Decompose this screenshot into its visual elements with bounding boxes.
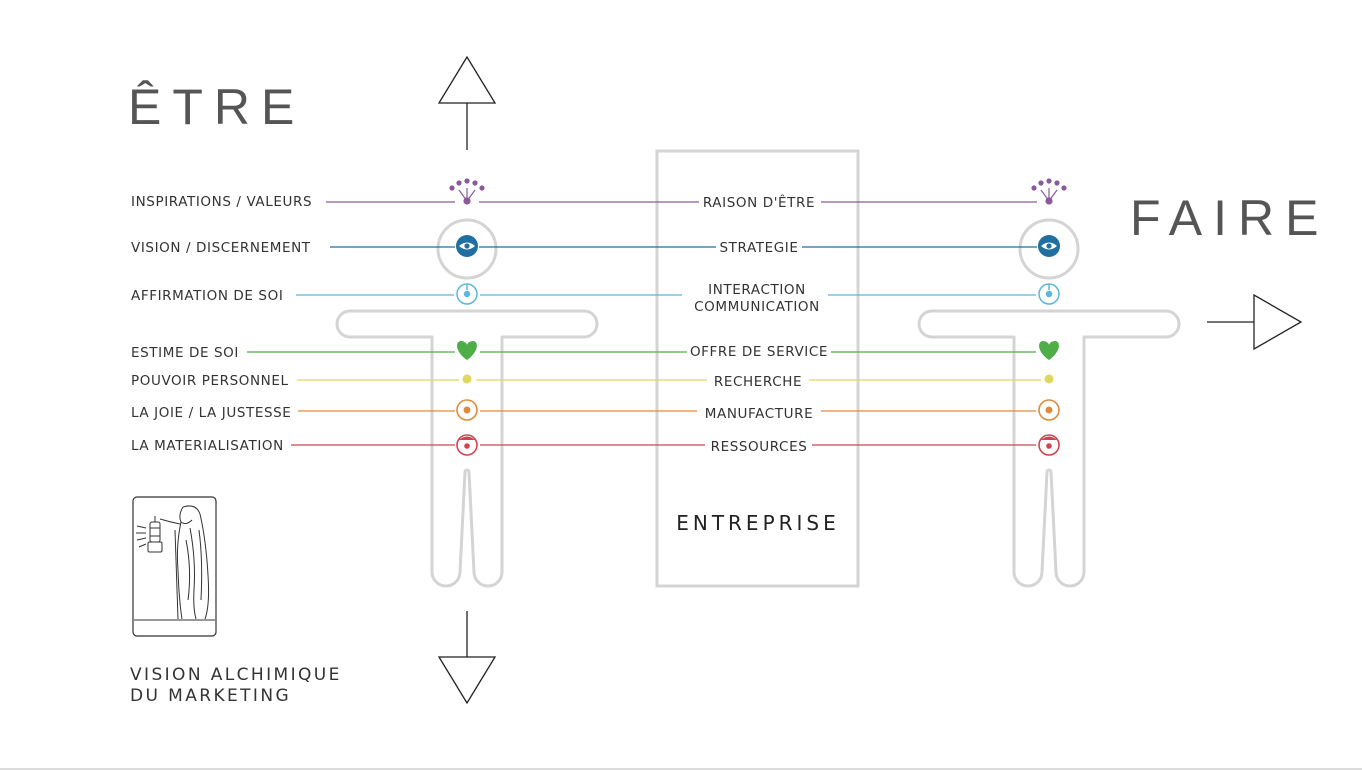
crown-chakra-icon [1031, 178, 1067, 205]
label-manufacture: MANUFACTURE [705, 406, 813, 422]
label-interaction: INTERACTION [708, 282, 806, 298]
caption-line-2: DU MARKETING [130, 686, 291, 706]
label-ressources: RESSOURCES [711, 439, 808, 455]
root-chakra-icon [456, 434, 478, 456]
eye-icon [456, 235, 478, 257]
root-chakra-icon [1038, 434, 1060, 456]
hermit-card-illustration [132, 496, 217, 637]
caption-line-1: VISION ALCHIMIQUE [130, 665, 342, 685]
sacral-chakra-icon [456, 399, 478, 421]
label-pouvoir: POUVOIR PERSONNEL [131, 373, 289, 389]
label-estime: ESTIME DE SOI [131, 345, 239, 361]
row-estime: ESTIME DE SOI OFFRE DE SERVICE [131, 341, 1059, 361]
row-affirmation: AFFIRMATION DE SOI INTERACTION COMMUNICA… [131, 282, 1060, 315]
label-vision: VISION / DISCERNEMENT [131, 240, 311, 256]
right-human-figure [917, 218, 1181, 588]
row-vision: VISION / DISCERNEMENT STRATEGIE [131, 235, 1060, 257]
label-joie: LA JOIE / LA JUSTESSE [131, 405, 291, 421]
label-communication: COMMUNICATION [694, 299, 820, 315]
title-faire: FAIRE [1130, 190, 1329, 246]
down-arrow-icon [437, 611, 497, 705]
label-strategie: STRATEGIE [720, 240, 799, 256]
label-raison-detre: RAISON D'ÊTRE [703, 193, 815, 211]
throat-chakra-icon [1038, 283, 1060, 305]
eye-icon [1038, 235, 1060, 257]
enterprise-box [655, 149, 860, 588]
solar-plexus-dot-icon [462, 374, 472, 384]
row-materialisation: LA MATERIALISATION RESSOURCES [131, 434, 1060, 456]
title-etre: ÊTRE [128, 79, 305, 135]
solar-plexus-dot-icon [1044, 374, 1054, 384]
throat-chakra-icon [456, 283, 478, 305]
label-recherche: RECHERCHE [714, 374, 802, 390]
heart-icon [1039, 341, 1059, 360]
sacral-chakra-icon [1038, 399, 1060, 421]
right-arrow-icon [1207, 293, 1303, 351]
heart-icon [457, 341, 477, 360]
label-offre-de-service: OFFRE DE SERVICE [690, 344, 828, 360]
up-arrow-icon [437, 55, 497, 150]
crown-chakra-icon [449, 178, 485, 205]
label-affirmation: AFFIRMATION DE SOI [131, 288, 283, 304]
label-inspirations: INSPIRATIONS / VALEURS [131, 194, 312, 210]
enterprise-label: ENTREPRISE [676, 511, 840, 535]
row-inspirations: INSPIRATIONS / VALEURS RAISON D'ÊTRE [131, 178, 1067, 211]
label-materialisation: LA MATERIALISATION [131, 438, 284, 454]
row-joie: LA JOIE / LA JUSTESSE MANUFACTURE [131, 399, 1060, 422]
row-pouvoir: POUVOIR PERSONNEL RECHERCHE [131, 373, 1054, 390]
left-human-figure [335, 218, 599, 588]
